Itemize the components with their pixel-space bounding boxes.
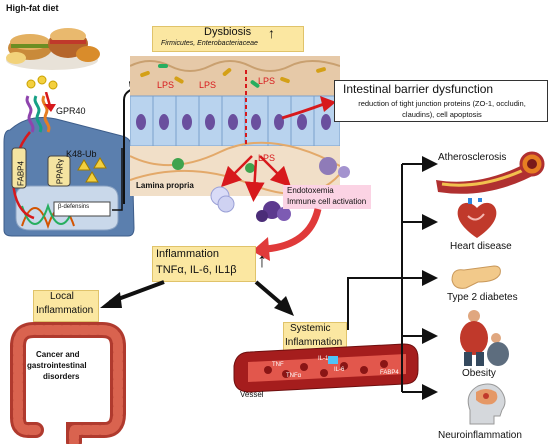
endotoxemia-label: Endotoxemia — [287, 186, 334, 195]
vessel-marker-il6: IL-6 — [334, 367, 345, 373]
barrier-arrow — [281, 96, 336, 120]
defensins-label: β-defensins — [58, 204, 90, 210]
diet-to-cell-arrow — [44, 92, 56, 112]
ppar-label: PPARγ — [55, 158, 65, 185]
immune-cells-illustration — [210, 155, 350, 222]
vessel-marker-fabp4: FABP4 — [380, 370, 399, 376]
lps-label-4: LPS — [258, 153, 276, 163]
colon-icon — [10, 322, 126, 444]
dysbiosis-arrow: ↑ — [268, 25, 275, 41]
vessel-marker-tnf: TNF — [272, 362, 284, 368]
colon-text-line3: disorders — [43, 372, 80, 381]
food-icon — [6, 28, 100, 70]
dysbiosis-box — [152, 26, 304, 52]
lps-label-1: LPS — [157, 80, 175, 90]
brain-head-icon — [467, 383, 506, 425]
outcome-obesity: Obesity — [462, 368, 496, 379]
k48ub-label: K48-Ub — [66, 149, 97, 159]
inflammation-branch-arrows — [100, 280, 294, 316]
fatty-acid-droplets-icon — [26, 75, 58, 90]
heart-icon — [457, 198, 497, 238]
inflammation-cytokines: TNFα, IL-6, IL1β — [156, 264, 237, 276]
vessel-illustration — [233, 343, 419, 393]
fabp4-label: FABP4 — [16, 161, 26, 186]
outcome-heart-disease: Heart disease — [450, 241, 512, 252]
artery-icon — [436, 151, 545, 194]
systemic-inflammation-line1: Systemic — [290, 323, 331, 334]
inflammation-arrow: ↑ — [257, 250, 267, 272]
outcome-neuroinflammation: Neuroinflammation — [438, 430, 522, 441]
outcome-branch-connector — [347, 156, 438, 400]
outcome-atherosclerosis: Atherosclerosis — [438, 152, 507, 163]
gpr40-label: GPR40 — [56, 106, 86, 116]
local-inflammation-line1: Local — [50, 291, 74, 302]
lps-label-3: LPS — [258, 76, 276, 86]
colon-text-line2: gastrointestinal — [27, 361, 87, 370]
dysbiosis-bacteria: Firmicutes, Enterobacteriaceae — [161, 40, 258, 47]
enterocyte-cell — [3, 95, 135, 237]
immune-activation-label: Immune cell activation — [287, 197, 367, 206]
barrier-description: reduction of tight junction proteins (ZO… — [358, 99, 526, 119]
lps-label-2: LPS — [199, 80, 217, 90]
pancreas-icon — [451, 265, 501, 289]
colon-text-line1: Cancer and — [36, 350, 80, 359]
inflammation-title: Inflammation — [156, 248, 219, 260]
vessel-label: Vessel — [240, 390, 264, 399]
endotoxemia-to-inflammation-arrow — [252, 208, 322, 261]
inflammation-box — [152, 246, 256, 282]
dysbiosis-title: Dysbiosis — [204, 26, 252, 38]
systemic-inflammation-line2: Inflammation — [285, 337, 343, 348]
vessel-marker-il1: IL-1 — [318, 356, 329, 362]
outcome-type2-diabetes: Type 2 diabetes — [447, 292, 518, 303]
lamina-propria-label: Lamina propria — [136, 181, 194, 190]
vessel-marker-tnfa: TNFα — [286, 373, 302, 379]
barrier-title: Intestinal barrier dysfunction — [343, 82, 494, 96]
obesity-icon — [460, 310, 509, 366]
barrier-box — [334, 80, 548, 122]
local-inflammation-box — [33, 290, 99, 322]
local-inflammation-line2: Inflammation — [36, 305, 94, 316]
diet-title: High-fat diet — [6, 3, 59, 13]
endotoxemia-box — [283, 185, 371, 209]
